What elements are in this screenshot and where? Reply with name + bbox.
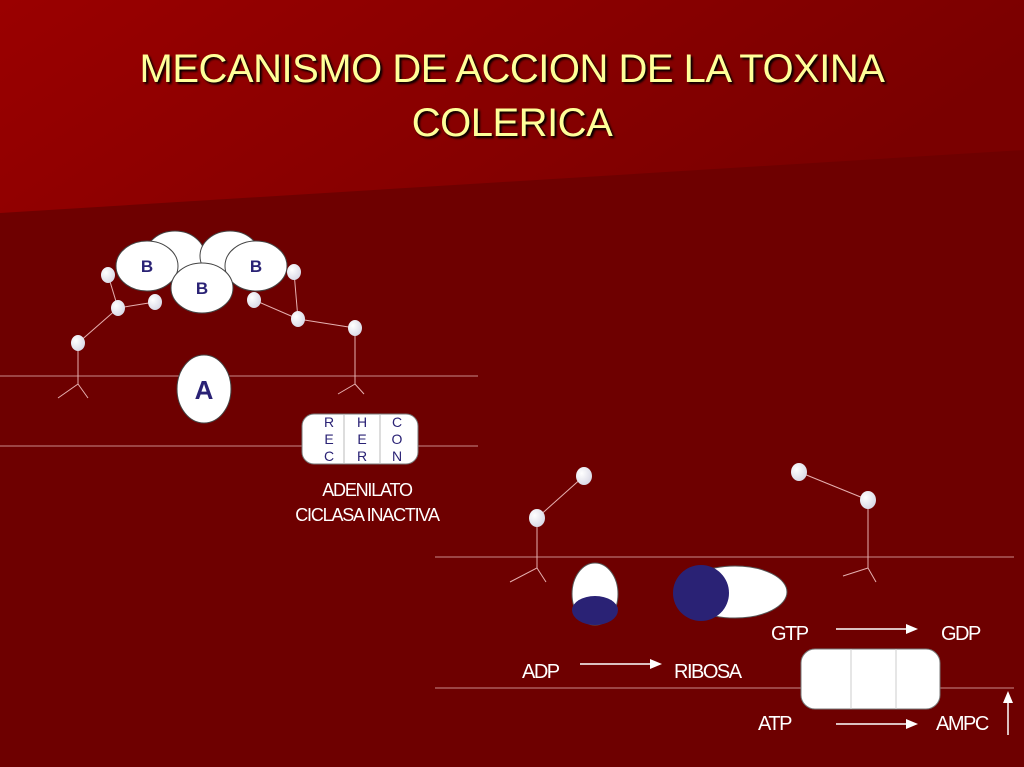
con-letter-2: O [392,431,403,447]
slide-title-line-1: MECANISMO DE ACCION DE LA TOXINA [139,47,885,91]
gdp-label: GDP [941,623,981,645]
con-letter-3: N [392,448,402,464]
ampc-label: AMPC [936,713,989,735]
b-subunit-pentamer [115,230,288,314]
ampc-up-arrow [1003,691,1013,735]
slide-title-line-2: COLERICA [411,101,613,145]
a-subunit-fragment-split [571,562,619,626]
ganglioside-spheres-left [71,264,362,351]
inactive-caption-line-1: ADENILATO [322,480,413,500]
b-subunit-label-1: B [141,257,153,276]
atp-to-ampc-arrow [836,719,918,729]
b-subunit-label-3: B [196,279,208,298]
her-letter-2: E [357,431,366,447]
receptor-chains-right [509,471,877,583]
a-subunit-label: A [195,375,214,405]
adp-label: ADP [522,661,560,683]
her-letter-1: H [357,414,367,430]
atp-label: ATP [758,713,792,735]
rec-letter-3: C [324,448,334,464]
her-letter-3: R [357,448,367,464]
inactive-caption-line-2: CICLASA INACTIVA [295,505,440,525]
adp-to-ribosa-arrow [580,659,662,669]
ribosa-label: RIBOSA [674,661,743,683]
a-subunit [176,354,232,424]
rec-letter-1: R [324,414,334,430]
adp-ribosyl-fragment [673,565,788,621]
gtp-to-gdp-arrow [836,624,918,634]
gtp-label: GTP [771,623,809,645]
rec-letter-2: E [324,431,333,447]
adenylate-cyclase-active [800,648,941,710]
con-letter-1: C [392,414,402,430]
ganglioside-spheres-right [529,463,876,527]
adenylate-cyclase-inactive: R E C H E R C O N [301,413,419,465]
b-subunit-label-2: B [250,257,262,276]
